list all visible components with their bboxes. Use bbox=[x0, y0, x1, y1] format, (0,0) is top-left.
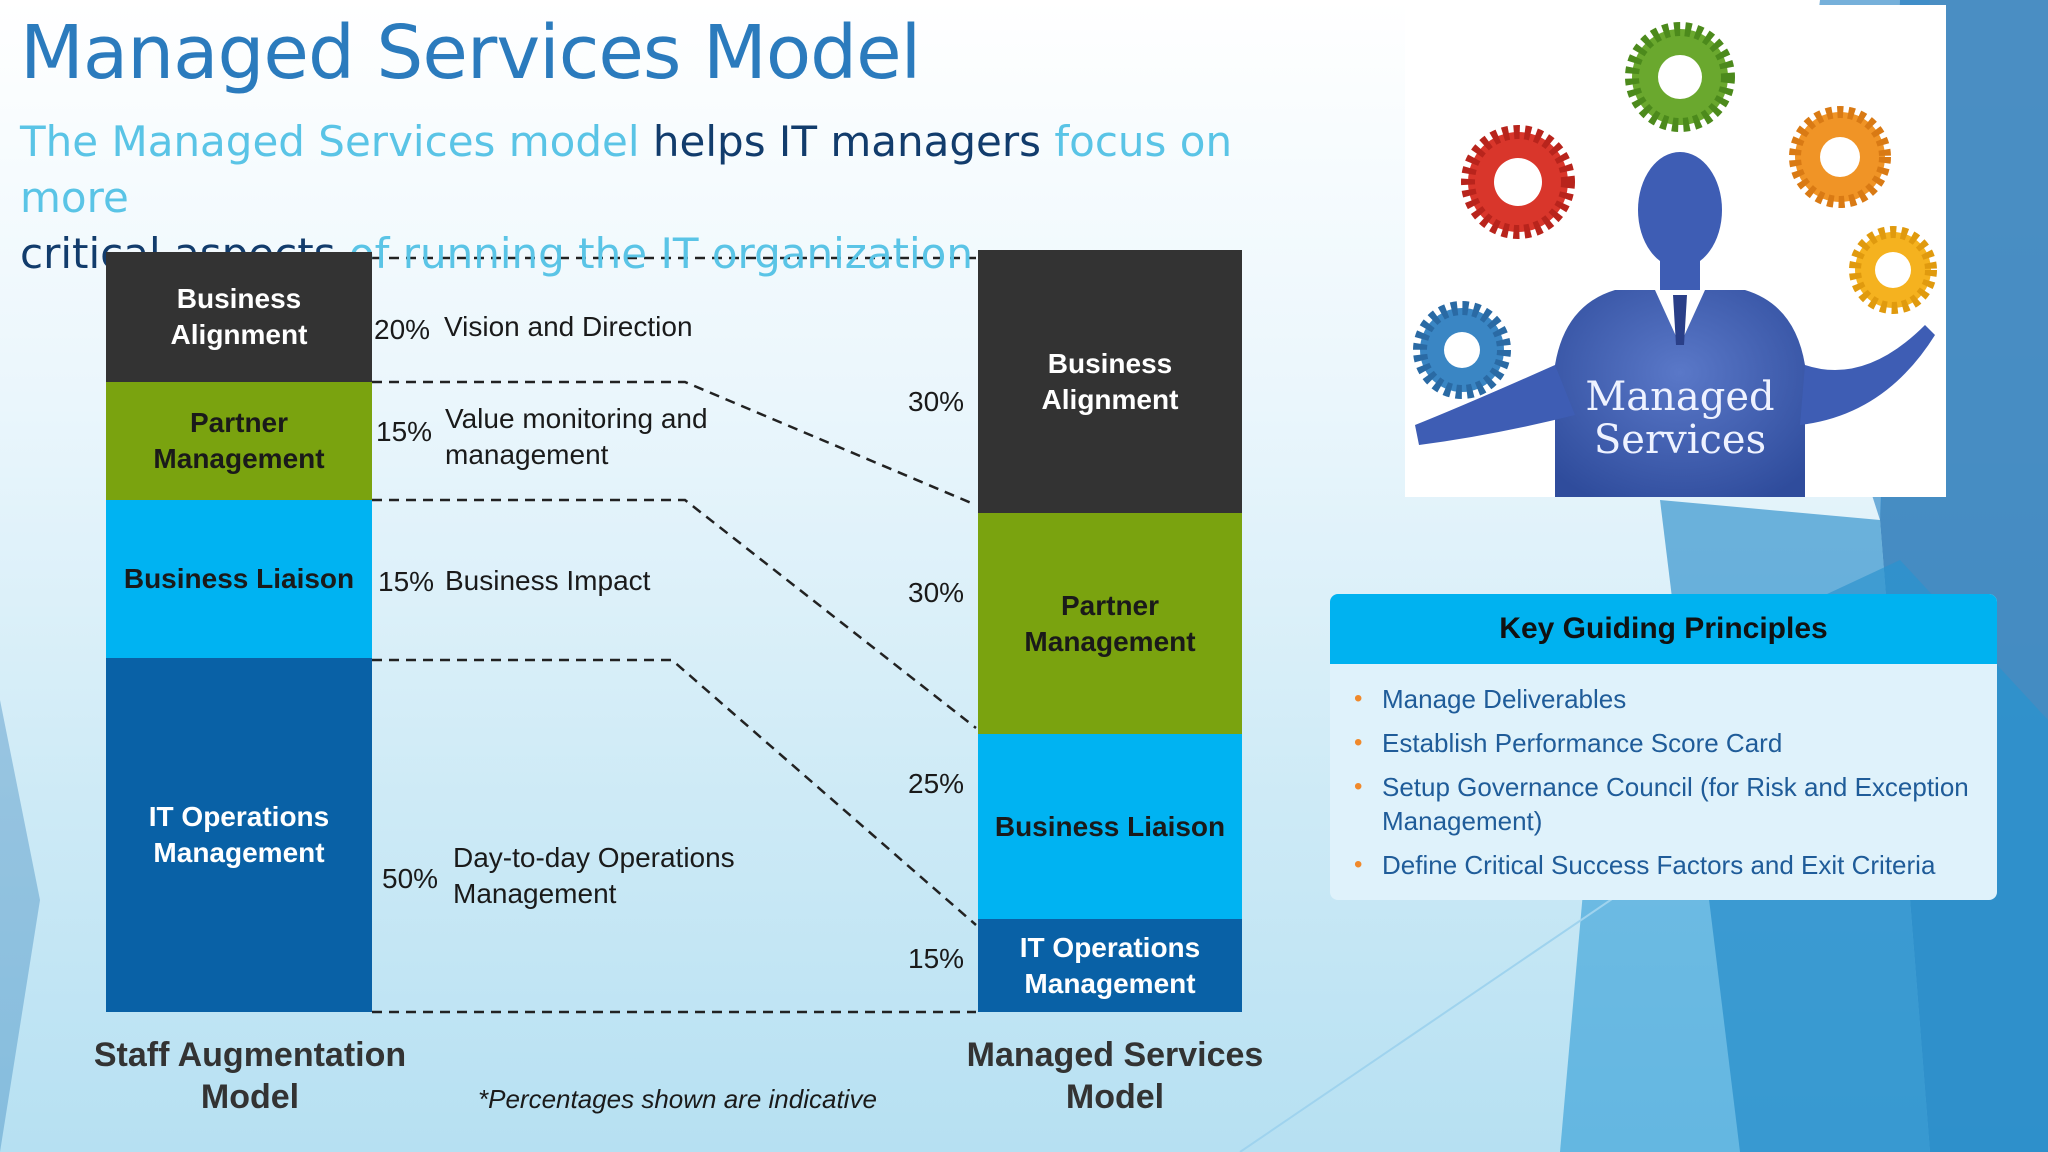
gear-yellow-icon bbox=[1849, 226, 1937, 314]
slide-title: Managed Services Model bbox=[20, 10, 921, 96]
right-block-partner-management: Partner Management bbox=[978, 513, 1242, 734]
right-percent-business-alignment: 30% bbox=[908, 386, 965, 417]
left-block-business-liaison: Business Liaison bbox=[106, 500, 372, 658]
left-desc-business-liaison: Business Impact bbox=[445, 565, 651, 596]
subtitle-part-3: focus on more bbox=[20, 117, 1233, 222]
footnote: *Percentages shown are indicative bbox=[478, 1084, 877, 1114]
left-block-partner-management: Partner Management bbox=[106, 382, 372, 500]
gear-blue-icon bbox=[1413, 301, 1511, 399]
gear-red-icon bbox=[1461, 125, 1575, 239]
left-percent-it-operations: 50% bbox=[382, 863, 439, 894]
managed-services-image: Managed Services bbox=[1405, 5, 1946, 497]
key-guiding-principles-header: Key Guiding Principles bbox=[1330, 594, 1997, 664]
left-percent-business-alignment: 20% bbox=[374, 314, 431, 345]
left-desc-it-operations: Day-to-day Operations Management bbox=[453, 842, 735, 909]
list-item: • Setup Governance Council (for Risk and … bbox=[1354, 770, 1977, 838]
principle-text: Setup Governance Council (for Risk and E… bbox=[1382, 772, 1969, 836]
right-block-business-alignment: Business Alignment bbox=[978, 250, 1242, 513]
gear-green-icon bbox=[1625, 22, 1735, 132]
left-percent-partner-management: 15% bbox=[376, 416, 433, 447]
key-guiding-principles-list: • Manage Deliverables • Establish Performa… bbox=[1330, 664, 1997, 882]
key-guiding-principles-panel: Key Guiding Principles • Manage Deliverab… bbox=[1330, 594, 1997, 900]
list-item: • Define Critical Success Factors and Exi… bbox=[1354, 848, 1977, 882]
businessman-silhouette bbox=[1415, 152, 1935, 497]
bullet-icon: • bbox=[1354, 729, 1363, 756]
gear-orange-icon bbox=[1789, 106, 1891, 208]
right-block-business-liaison: Business Liaison bbox=[978, 734, 1242, 919]
left-block-it-operations-management: IT Operations Management bbox=[106, 658, 372, 1012]
left-desc-partner-management: Value monitoring and management bbox=[445, 403, 708, 470]
businessman-juggling-gears-icon: Managed Services bbox=[1413, 22, 1937, 497]
bullet-icon: • bbox=[1354, 685, 1363, 712]
right-block-it-operations-management: IT Operations Management bbox=[978, 919, 1242, 1012]
principle-text: Manage Deliverables bbox=[1382, 684, 1627, 714]
left-model-label: Staff Augmentation Model bbox=[93, 1036, 407, 1116]
left-desc-business-alignment: Vision and Direction bbox=[444, 311, 693, 342]
bullet-icon: • bbox=[1354, 851, 1363, 878]
list-item: • Establish Performance Score Card bbox=[1354, 726, 1977, 760]
subtitle-part-1: The Managed Services model bbox=[20, 117, 653, 166]
image-caption-line-2: Services bbox=[1594, 417, 1766, 463]
left-block-business-alignment: Business Alignment bbox=[106, 252, 372, 382]
principle-text: Establish Performance Score Card bbox=[1382, 728, 1783, 758]
image-caption-line-1: Managed bbox=[1585, 374, 1774, 420]
list-item: • Manage Deliverables bbox=[1354, 682, 1977, 716]
left-percent-business-liaison: 15% bbox=[378, 566, 435, 597]
subtitle-part-5: of running the IT organization bbox=[335, 229, 974, 278]
right-model-label: Managed Services Model bbox=[966, 1036, 1264, 1116]
subtitle-emphasis-1: helps IT managers bbox=[652, 117, 1041, 166]
right-percent-it-operations: 15% bbox=[908, 943, 965, 974]
bullet-icon: • bbox=[1354, 773, 1363, 800]
principle-text: Define Critical Success Factors and Exit… bbox=[1382, 850, 1936, 880]
right-percent-partner-management: 30% bbox=[908, 577, 965, 608]
right-percent-business-liaison: 25% bbox=[908, 768, 965, 799]
